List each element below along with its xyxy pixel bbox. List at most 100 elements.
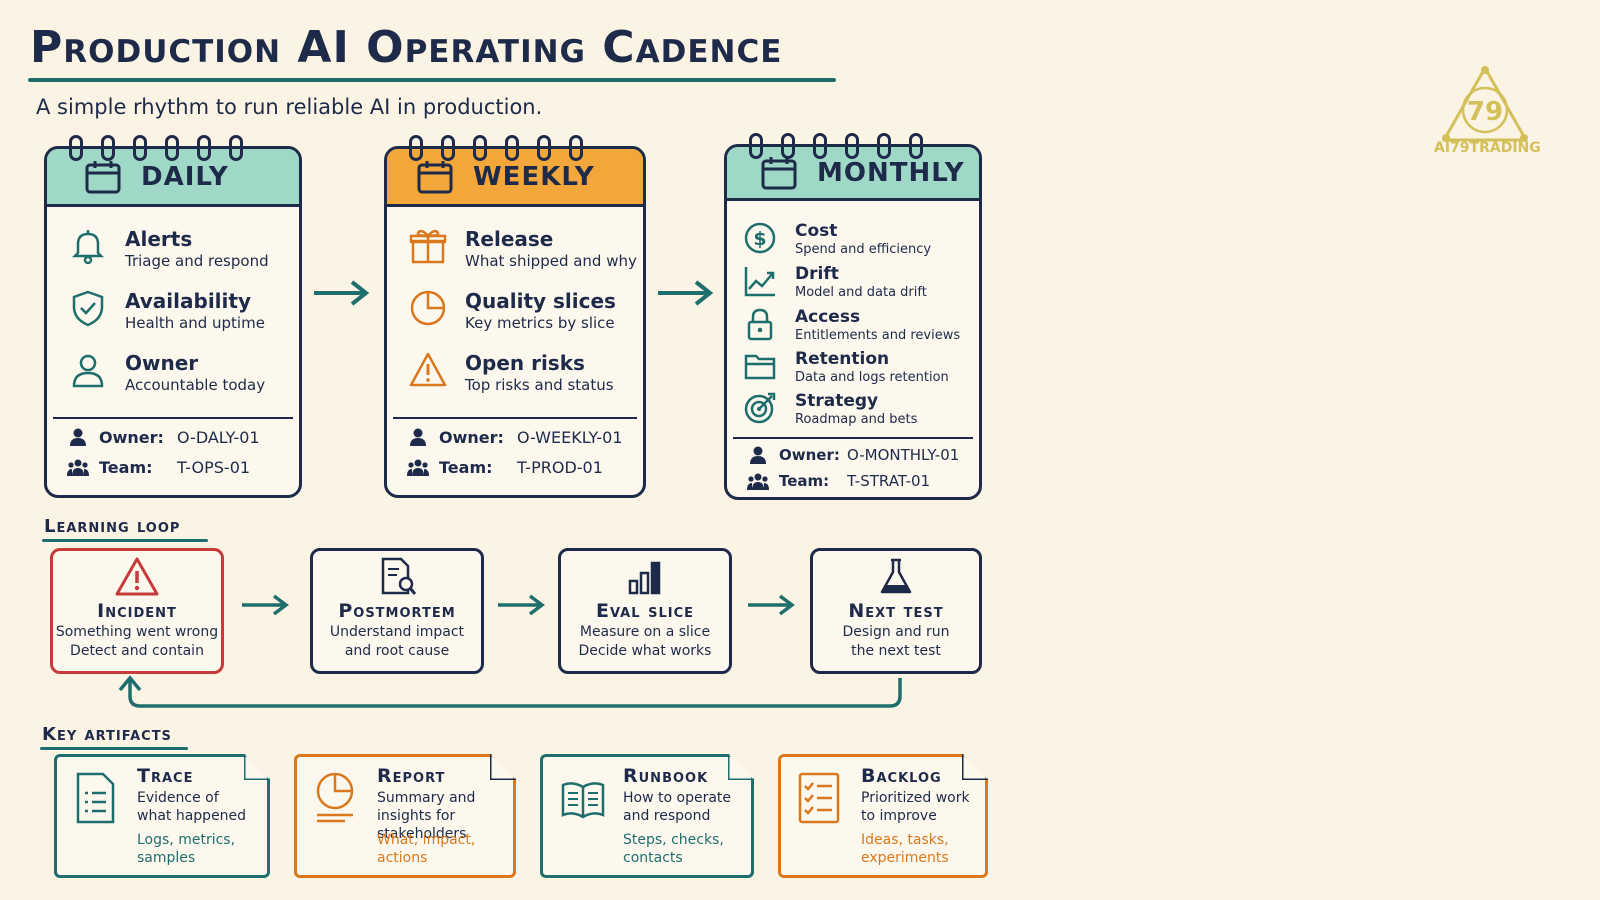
loop-back-arrow [118, 675, 902, 708]
target-icon [744, 392, 776, 424]
owner-label: Owner: [779, 446, 840, 464]
calendar-icon [85, 160, 121, 193]
trend-icon [744, 267, 775, 297]
loop-step-postmortem: Postmortem Understand impact and root ca… [310, 548, 484, 674]
document-search-icon [381, 557, 417, 595]
key-artifacts-label: Key artifacts [40, 724, 188, 750]
team-icon [407, 459, 429, 476]
artifact-title: Runbook [623, 765, 709, 787]
loop-step-title: Incident [97, 600, 177, 622]
person-icon [72, 354, 104, 388]
artifact-detail: Steps, checks, contacts [623, 832, 724, 866]
loop-step-line1: Something went wrong [55, 624, 219, 640]
loop-step-line2: the next test [851, 643, 941, 659]
owner-value: O-DALY-01 [177, 427, 260, 447]
person-icon [750, 446, 766, 464]
open-book-icon [561, 782, 605, 819]
item-subtitle: Model and data drift [795, 285, 927, 300]
learning-loop-label: Learning loop [42, 516, 208, 542]
checklist-icon [798, 772, 840, 824]
team-value: T-PROD-01 [517, 457, 603, 477]
item-title: Release [465, 227, 554, 251]
daily-owner-row: Owner: O-DALY-01 [67, 427, 260, 447]
owner-label: Owner: [99, 427, 164, 447]
loop-step-line2: Detect and contain [70, 643, 204, 659]
item-subtitle: Data and logs retention [795, 370, 949, 385]
page-fold [962, 754, 988, 780]
owner-value: O-MONTHLY-01 [847, 446, 960, 464]
loop-step-line1: Design and run [842, 624, 950, 640]
spiral-binding [409, 135, 583, 161]
arrow-right-icon [658, 280, 714, 306]
artifact-description: Prioritized work to improve [861, 790, 970, 824]
item-title: Drift [795, 264, 839, 284]
team-value: T-STRAT-01 [847, 472, 931, 490]
logo-emblem: 79 [1467, 97, 1503, 127]
gift-icon [409, 229, 447, 264]
artifact-detail: Logs, metrics, samples [137, 832, 236, 866]
logo-text: AI79TRADING [1434, 140, 1541, 156]
team-label: Team: [439, 457, 493, 477]
item-title: Alerts [125, 227, 193, 251]
divider [53, 417, 293, 419]
daily-team-row: Team: T-OPS-01 [67, 457, 250, 477]
team-label: Team: [99, 457, 153, 477]
page-fold [490, 754, 516, 780]
owner-label: Owner: [439, 427, 504, 447]
section-underline [42, 539, 208, 542]
artifact-detail: Ideas, tasks, experiments [861, 832, 949, 866]
warning-icon [115, 557, 159, 596]
person-icon [70, 428, 86, 446]
arrow-right-icon [498, 594, 545, 616]
monthly-header: MONTHLY [727, 147, 979, 201]
divider [393, 417, 637, 419]
artifact-detail: What, impact, actions [377, 832, 476, 866]
artifact-description: How to operate and respond [623, 790, 732, 824]
warning-icon [409, 352, 447, 387]
section-label-text: Key artifacts [42, 724, 172, 745]
flask-icon [880, 558, 912, 594]
team-icon [67, 459, 89, 476]
page-title: Production AI Operating Cadence [30, 22, 783, 73]
daily-title: DAILY [141, 161, 229, 192]
arrow-right-icon [748, 594, 795, 616]
loop-step-eval-slice: Eval slice Measure on a slice Decide wha… [558, 548, 732, 674]
brand-logo: 79 [1442, 66, 1528, 142]
spiral-binding [69, 135, 243, 161]
artifact-title: Trace [137, 765, 194, 787]
item-title: Cost [795, 221, 838, 241]
team-value: T-OPS-01 [177, 457, 251, 477]
lock-icon [747, 308, 773, 341]
item-subtitle: Key metrics by slice [465, 314, 615, 332]
dollar-icon: $ [744, 222, 776, 254]
loop-step-title: Postmortem [338, 600, 456, 622]
calendar-icon [417, 160, 453, 193]
item-subtitle: Triage and respond [125, 252, 269, 270]
section-label-text: Learning loop [44, 516, 181, 537]
loop-step-title: Next test [848, 600, 944, 622]
loop-step-line2: and root cause [344, 643, 450, 659]
bell-icon [71, 230, 105, 265]
artifact-backlog: Backlog Prioritized work to improve Idea… [778, 754, 988, 878]
team-label: Team: [779, 472, 830, 490]
item-subtitle: Entitlements and reviews [795, 328, 961, 343]
artifact-runbook: Runbook How to operate and respond Steps… [540, 754, 754, 878]
item-title: Open risks [465, 351, 585, 375]
page-fold [728, 754, 754, 780]
loop-step-line1: Understand impact [329, 624, 465, 640]
item-subtitle: What shipped and why [465, 252, 637, 270]
spiral-binding [749, 133, 923, 159]
artifact-trace: Trace Evidence of what happened Logs, me… [54, 754, 270, 878]
artifact-description: Evidence of what happened [137, 790, 247, 824]
weekly-title: WEEKLY [473, 161, 595, 192]
pie-chart-icon [410, 290, 446, 326]
shield-check-icon [72, 290, 104, 327]
